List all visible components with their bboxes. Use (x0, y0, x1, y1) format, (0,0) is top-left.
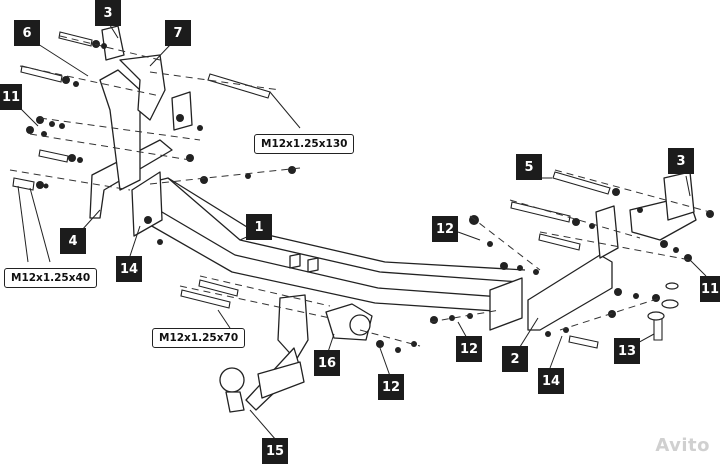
beam-tab-b (307, 257, 319, 273)
callout-6: 6 (14, 20, 40, 46)
callout-5: 5 (516, 154, 542, 180)
bolt-70-b (198, 279, 239, 297)
washers-13 (647, 282, 679, 321)
socket-ring (349, 314, 371, 336)
bolt-right-mid (510, 201, 571, 223)
bolt-130 (207, 73, 271, 99)
callout-12-top: 12 (432, 216, 458, 242)
crossbar-inner-line (149, 204, 516, 299)
left-side-bracket (89, 139, 173, 219)
beam-tab-a (289, 253, 301, 269)
callout-3-right: 3 (668, 148, 694, 174)
callout-14-left: 14 (116, 256, 142, 282)
callout-11-right: 11 (700, 276, 720, 302)
leader-lines (17, 21, 707, 441)
crossbar-top-edge (167, 177, 526, 271)
callout-11-left: 11 (0, 84, 22, 110)
callout-16: 16 (314, 350, 340, 376)
right-end-plate (489, 277, 523, 331)
tow-ball (219, 367, 245, 393)
bolt-right-long (552, 171, 611, 195)
bolt-lower-right (568, 335, 599, 349)
avito-watermark: Avito (655, 435, 710, 456)
left-upper-bracket (99, 69, 141, 191)
callout-12-mid: 12 (456, 336, 482, 362)
assembly-lines (9, 35, 711, 347)
bolt-right-low (538, 233, 581, 251)
bolt-70-a (180, 289, 231, 309)
left-top-plate (101, 25, 125, 61)
bolt-left-b (58, 31, 93, 47)
left-mid-plate (171, 91, 193, 131)
tow-ball-stem (225, 391, 245, 413)
spec-label-m12x1.25x70: M12x1.25x70 (152, 328, 246, 348)
crossbar-beam (139, 177, 521, 313)
callout-15: 15 (262, 438, 288, 464)
callout-14-right: 14 (538, 368, 564, 394)
bolt-left-c (20, 65, 63, 83)
right-side-bracket (527, 254, 613, 331)
right-top-plate (663, 171, 695, 221)
right-upper-plate (595, 205, 619, 259)
tow-arm (257, 361, 305, 399)
callout-3-left: 3 (95, 0, 121, 26)
bolt-40 (12, 177, 35, 191)
callout-13: 13 (614, 338, 640, 364)
callout-7: 7 (165, 20, 191, 46)
callout-12-low: 12 (378, 374, 404, 400)
callout-4: 4 (60, 228, 86, 254)
callout-2: 2 (502, 346, 528, 372)
left-bracket-plate (131, 171, 163, 237)
spec-label-m12x1.25x130: M12x1.25x130 (254, 134, 355, 154)
callout-1: 1 (246, 214, 272, 240)
bolt-left-a (38, 149, 69, 163)
spec-label-m12x1.25x40: M12x1.25x40 (4, 268, 98, 288)
